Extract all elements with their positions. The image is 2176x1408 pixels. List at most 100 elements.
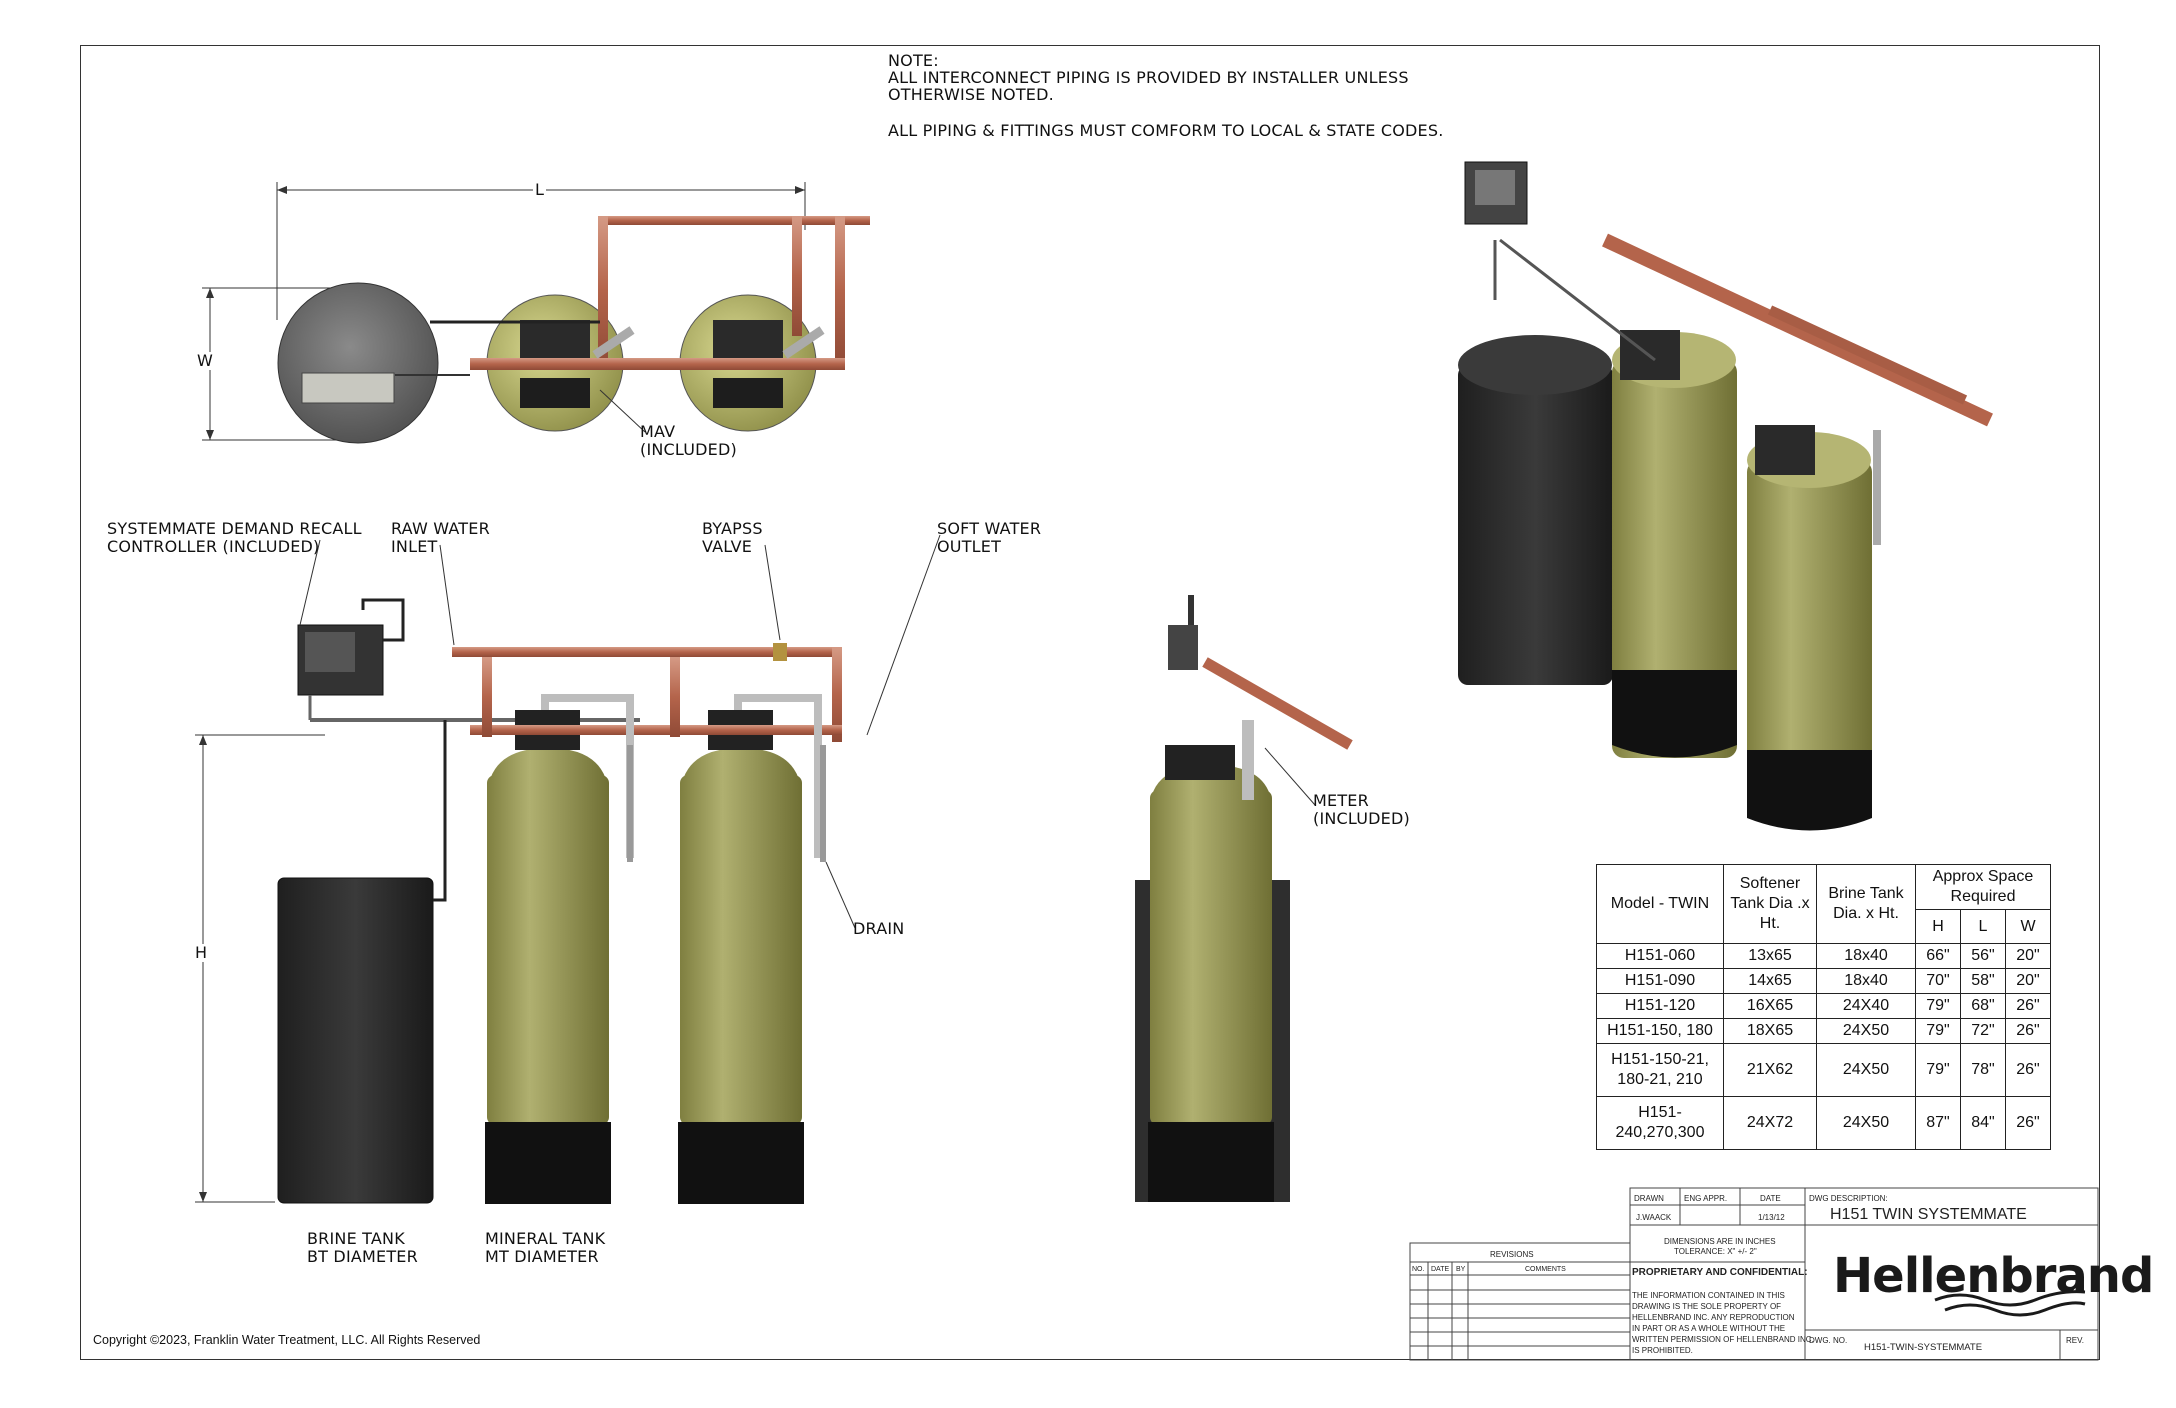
proprietary-text: DRAWING IS THE SOLE PROPERTY OF bbox=[1632, 1302, 1782, 1311]
note-line: OTHERWISE NOTED. bbox=[888, 85, 1054, 104]
drawn-by: J.WAACK bbox=[1636, 1213, 1672, 1222]
cell-softener: 21X62 bbox=[1723, 1043, 1817, 1097]
cell-l: 58" bbox=[1960, 968, 2006, 994]
side-view bbox=[1135, 595, 1353, 1202]
table-row: H151-090 14x65 18x40 70" 58" 20" bbox=[1596, 968, 2051, 994]
cell-w: 26" bbox=[2005, 993, 2051, 1019]
cell-model: H151-060 bbox=[1596, 943, 1724, 969]
table-header-row: H L W bbox=[1597, 909, 2051, 944]
spec-table: Model - TWIN Softener Tank Dia .x Ht. Br… bbox=[1596, 864, 2051, 1150]
bypass-label: BYAPSS bbox=[702, 519, 763, 538]
cell-softener: 13x65 bbox=[1723, 943, 1817, 969]
brine-tank-label: BRINE TANK bbox=[307, 1229, 405, 1248]
raw-water-label-sub: INLET bbox=[391, 537, 438, 556]
cell-model: H151-090 bbox=[1596, 968, 1724, 994]
mav-label: MAV bbox=[640, 422, 676, 441]
cell-softener: 14x65 bbox=[1723, 968, 1817, 994]
dimension-w: W bbox=[197, 351, 214, 370]
mineral-tank-label-sub: MT DIAMETER bbox=[485, 1247, 599, 1266]
revisions-heading: REVISIONS bbox=[1490, 1250, 1534, 1259]
rev-col-no: NO. bbox=[1412, 1266, 1425, 1273]
raw-water-label: RAW WATER bbox=[391, 519, 490, 538]
drawing-date: 1/13/12 bbox=[1758, 1213, 1785, 1222]
cell-brine: 18x40 bbox=[1816, 968, 1916, 994]
proprietary-text: HELLENBRAND INC. ANY REPRODUCTION bbox=[1632, 1313, 1795, 1322]
proprietary-text: IS PROHIBITED. bbox=[1632, 1346, 1693, 1355]
meter-label-sub: (INCLUDED) bbox=[1313, 809, 1410, 828]
copyright-text: Copyright ©2023, Franklin Water Treatmen… bbox=[93, 1333, 481, 1347]
cell-l: 72" bbox=[1960, 1018, 2006, 1044]
cell-w: 20" bbox=[2005, 943, 2051, 969]
drain-label: DRAIN bbox=[853, 919, 905, 938]
header-brine: Brine Tank Dia. x Ht. bbox=[1816, 864, 1916, 944]
mineral-tank-label: MINERAL TANK bbox=[485, 1229, 606, 1248]
rev-col-by: BY bbox=[1456, 1266, 1466, 1273]
table-row: H151-150, 180 18X65 24X50 79" 72" 26" bbox=[1596, 1018, 2051, 1044]
header-l: L bbox=[1960, 909, 2006, 944]
cell-l: 56" bbox=[1960, 943, 2006, 969]
rev-label: REV. bbox=[2066, 1336, 2084, 1345]
table-row: H151-120 16X65 24X40 79" 68" 26" bbox=[1596, 993, 2051, 1019]
cell-brine: 24X50 bbox=[1816, 1043, 1916, 1097]
header-w: W bbox=[2005, 909, 2051, 944]
logo-waves bbox=[1934, 1290, 2086, 1317]
front-view bbox=[195, 534, 941, 1204]
cell-model: H151-150-21, 180-21, 210 bbox=[1596, 1043, 1724, 1097]
cell-softener: 18X65 bbox=[1723, 1018, 1817, 1044]
date-label: DATE bbox=[1760, 1194, 1781, 1203]
dimension-l: L bbox=[533, 180, 547, 199]
proprietary-heading: PROPRIETARY AND CONFIDENTIAL: bbox=[1632, 1267, 1808, 1278]
drawn-label: DRAWN bbox=[1634, 1194, 1664, 1203]
dwg-no-label: DWG. NO. bbox=[1809, 1336, 1848, 1345]
dimension-h: H bbox=[195, 943, 208, 962]
proprietary-text: THE INFORMATION CONTAINED IN THIS bbox=[1632, 1291, 1785, 1300]
table-row: H151- 240,270,300 24X72 24X50 87" 84" 26… bbox=[1596, 1096, 2051, 1150]
cell-h: 79" bbox=[1915, 1043, 1961, 1097]
header-space: Approx Space Required bbox=[1915, 864, 2051, 910]
drawing-description: H151 TWIN SYSTEMMATE bbox=[1830, 1206, 2027, 1223]
proprietary-text: WRITTEN PERMISSION OF HELLENBRAND INC. bbox=[1632, 1335, 1814, 1344]
note-line: ALL INTERCONNECT PIPING IS PROVIDED BY I… bbox=[888, 68, 1409, 87]
table-row: H151-060 13x65 18x40 66" 56" 20" bbox=[1596, 943, 2051, 969]
cell-h: 79" bbox=[1915, 1018, 1961, 1044]
cell-w: 26" bbox=[2005, 1018, 2051, 1044]
brine-tank-label-sub: BT DIAMETER bbox=[307, 1247, 418, 1266]
drawing-border bbox=[80, 45, 2100, 1360]
cell-model: H151-120 bbox=[1596, 993, 1724, 1019]
rev-col-date: DATE bbox=[1431, 1266, 1450, 1273]
table-row: H151-150-21, 180-21, 210 21X62 24X50 79"… bbox=[1596, 1043, 2051, 1097]
header-h: H bbox=[1915, 909, 1961, 944]
cell-h: 87" bbox=[1915, 1096, 1961, 1150]
rev-col-comments: COMMENTS bbox=[1525, 1266, 1566, 1273]
top-view bbox=[202, 182, 870, 444]
cell-h: 79" bbox=[1915, 993, 1961, 1019]
description-label: DWG DESCRIPTION: bbox=[1809, 1194, 1888, 1203]
tolerance-note: TOLERANCE: X" +/- 2" bbox=[1674, 1247, 1757, 1256]
soft-water-label-sub: OUTLET bbox=[937, 537, 1002, 556]
cell-w: 20" bbox=[2005, 968, 2051, 994]
cell-h: 66" bbox=[1915, 943, 1961, 969]
cell-softener: 16X65 bbox=[1723, 993, 1817, 1019]
cell-w: 26" bbox=[2005, 1043, 2051, 1097]
header-softener: Softener Tank Dia .x Ht. bbox=[1723, 864, 1817, 944]
cell-brine: 18x40 bbox=[1816, 943, 1916, 969]
controller-label-sub: CONTROLLER (INCLUDED) bbox=[107, 537, 320, 556]
cell-softener: 24X72 bbox=[1723, 1096, 1817, 1150]
cell-l: 78" bbox=[1960, 1043, 2006, 1097]
proprietary-text: IN PART OR AS A WHOLE WITHOUT THE bbox=[1632, 1324, 1786, 1333]
cell-l: 84" bbox=[1960, 1096, 2006, 1150]
title-block-frame bbox=[1409, 1187, 2099, 1361]
cell-w: 26" bbox=[2005, 1096, 2051, 1150]
hellenbrand-logo: Hellenbrand bbox=[1833, 1248, 2154, 1304]
mav-label-sub: (INCLUDED) bbox=[640, 440, 737, 459]
dimensions-note: DIMENSIONS ARE IN INCHES bbox=[1664, 1237, 1776, 1246]
cell-model: H151-150, 180 bbox=[1596, 1018, 1724, 1044]
bypass-label-sub: VALVE bbox=[702, 537, 753, 556]
soft-water-label: SOFT WATER bbox=[937, 519, 1042, 538]
isometric-view bbox=[1458, 161, 1993, 831]
eng-appr-label: ENG APPR. bbox=[1684, 1194, 1728, 1203]
note-line: ALL PIPING & FITTINGS MUST COMFORM TO LO… bbox=[888, 121, 1444, 140]
cell-brine: 24X50 bbox=[1816, 1096, 1916, 1150]
cell-brine: 24X50 bbox=[1816, 1018, 1916, 1044]
